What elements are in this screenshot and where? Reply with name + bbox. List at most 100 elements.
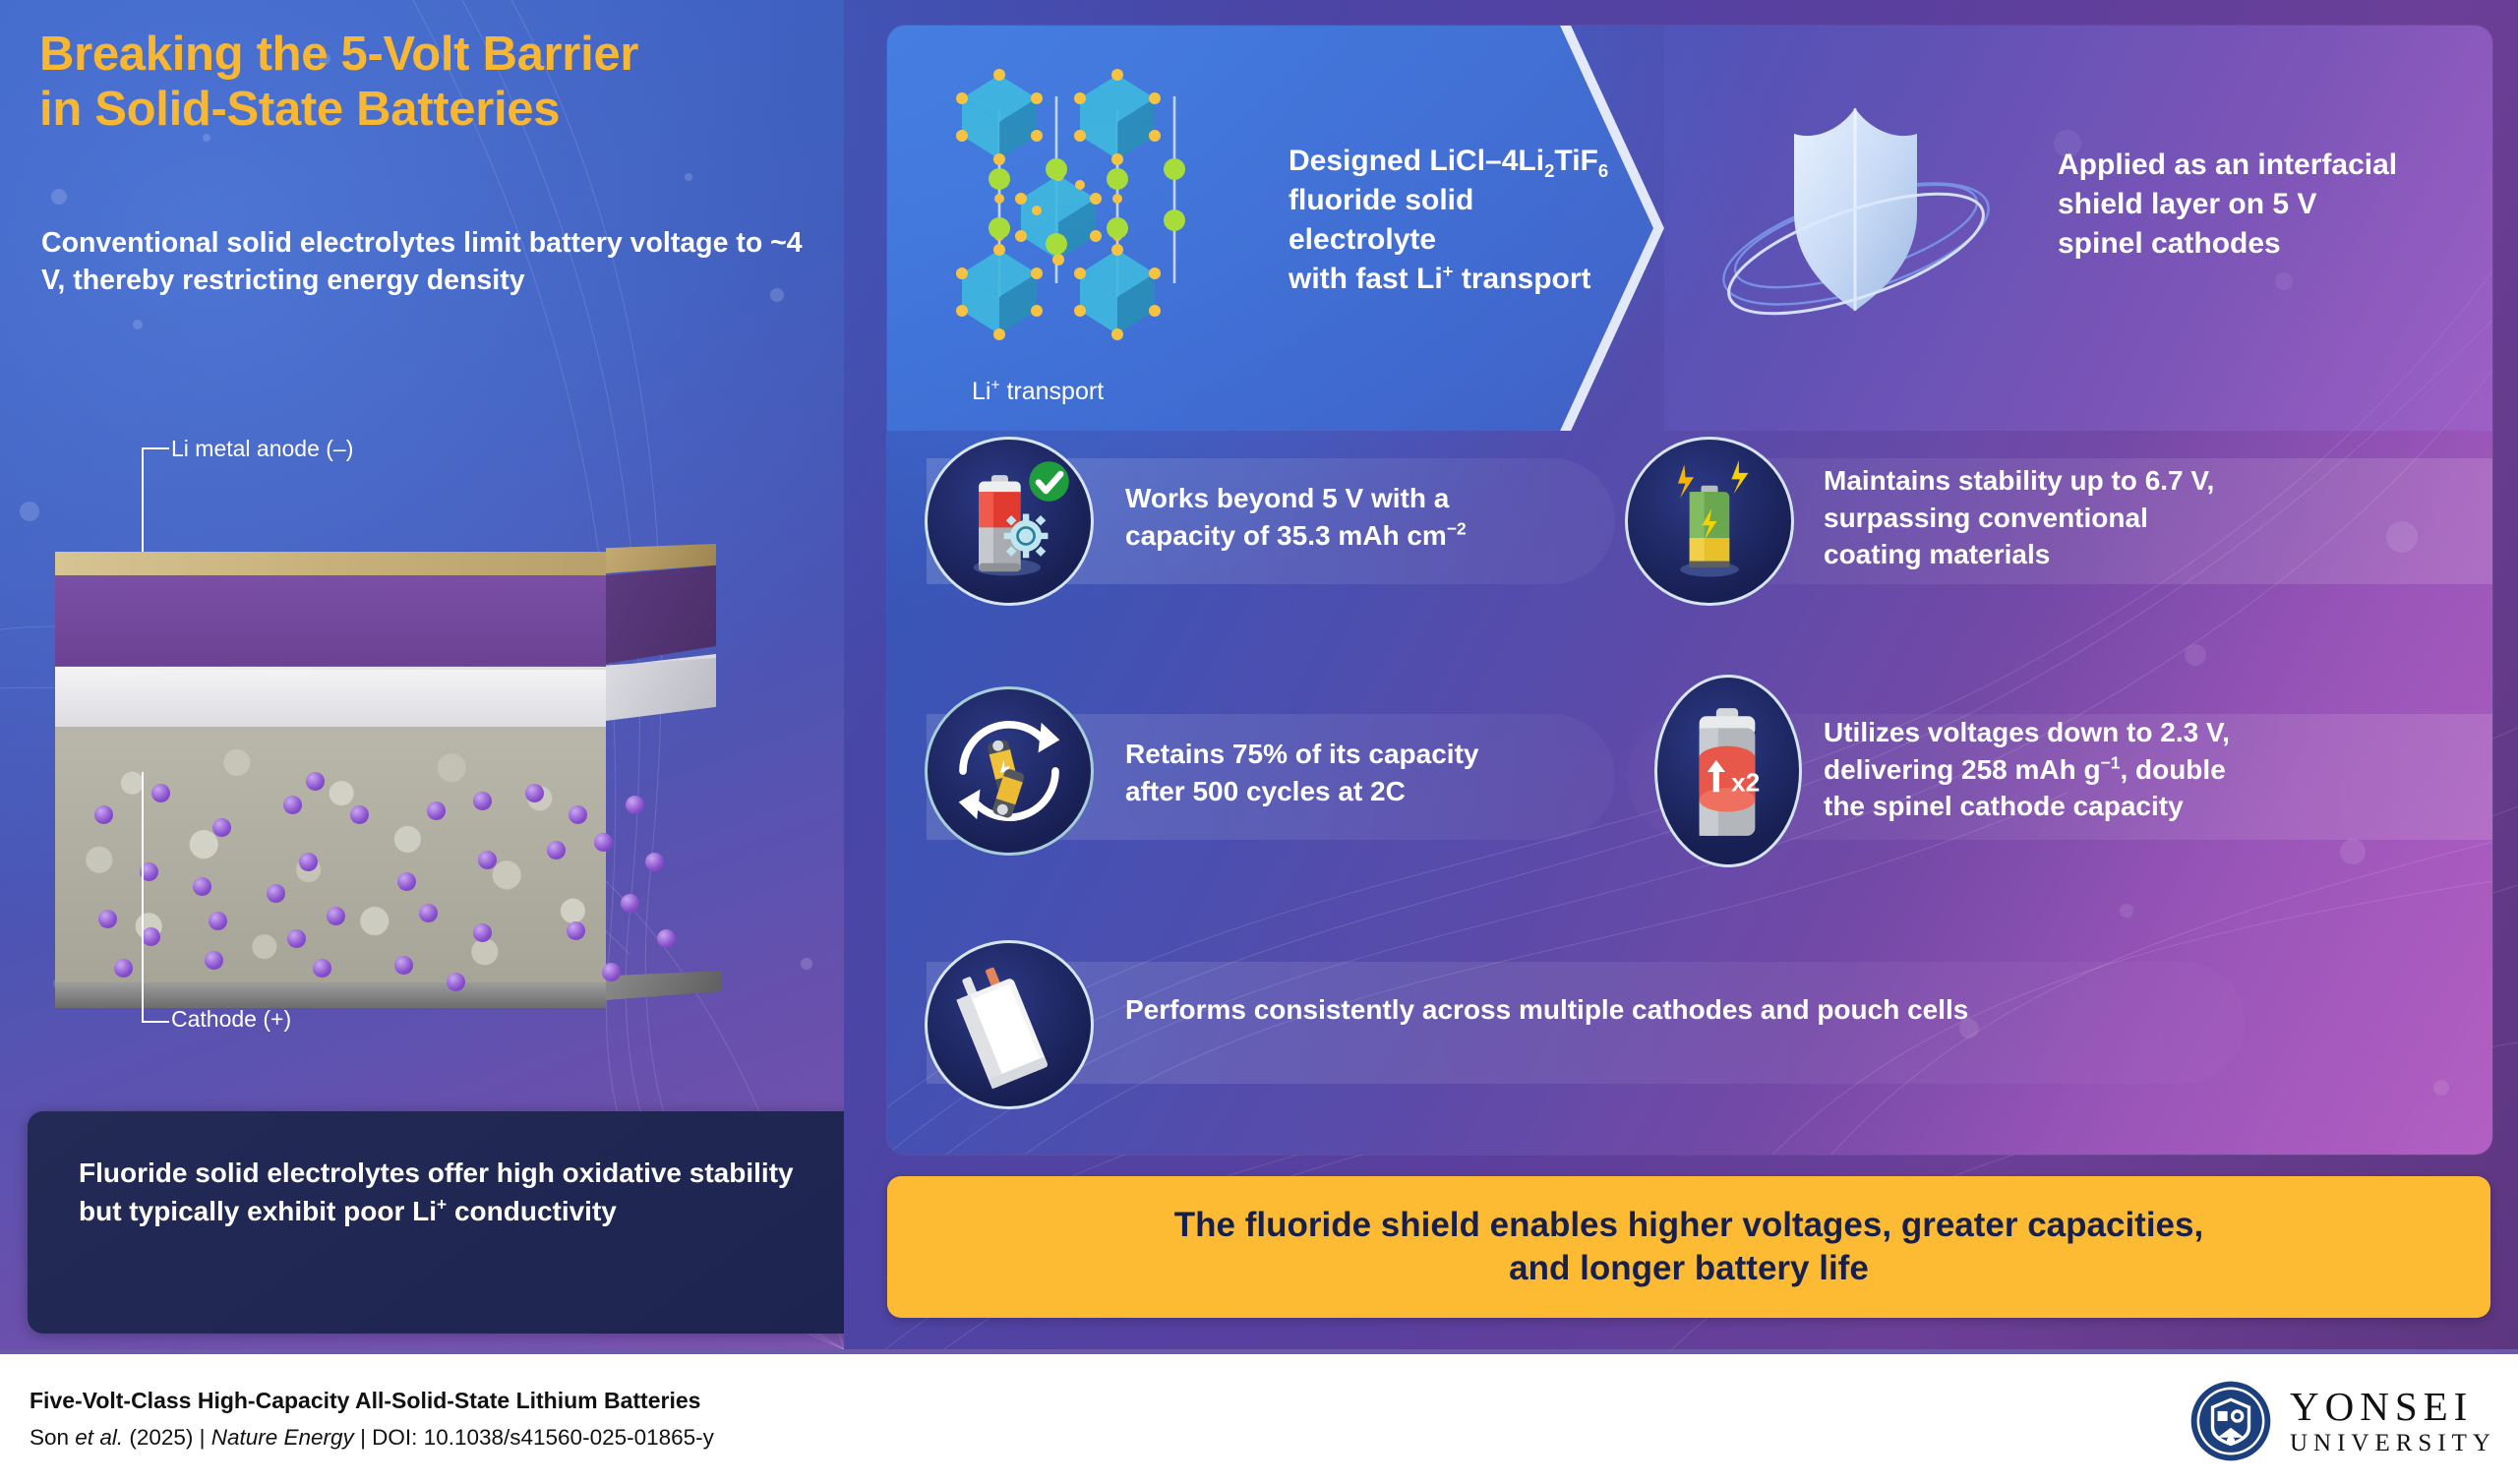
fluoride-note-box: Fluoride solid electrolytes offer high o… bbox=[28, 1111, 844, 1334]
hero-text-l1a: Designed LiCl–4Li bbox=[1289, 145, 1545, 177]
hero-right-l2: shield layer on 5 V bbox=[2058, 187, 2317, 220]
li-ion-dot bbox=[473, 792, 492, 810]
left-panel: Breaking the 5-Volt Barrier in Solid-Sta… bbox=[0, 0, 844, 1349]
footer-etal: et al. bbox=[75, 1425, 124, 1450]
title-line-2: in Solid-State Batteries bbox=[39, 82, 561, 136]
li-ion-dot bbox=[283, 796, 302, 814]
battery-cycle-icon bbox=[958, 721, 1060, 821]
li-ion-dot bbox=[306, 772, 325, 791]
feature-text-1: Works beyond 5 V with a capacity of 35.3… bbox=[1125, 480, 1588, 554]
feature-3-line1: Retains 75% of its capacity bbox=[1125, 739, 1479, 769]
footer-paper-title: Five-Volt-Class High-Capacity All-Solid-… bbox=[30, 1388, 701, 1413]
battery-bolt-icon bbox=[1678, 460, 1749, 577]
hero-band: Li+ transport Designed LiCl–4Li2TiF6 flu… bbox=[887, 26, 2492, 431]
feature-1-line2a: capacity of 35.3 mAh cm bbox=[1125, 519, 1447, 551]
right-panel-card: Li+ transport Designed LiCl–4Li2TiF6 flu… bbox=[887, 26, 2492, 1155]
logo-line-2: UNIVERSITY bbox=[2290, 1430, 2496, 1456]
anode-leader-v bbox=[142, 447, 144, 595]
current-collector-front bbox=[55, 982, 606, 1008]
battery-double-capacity-icon: x2 bbox=[1699, 708, 1760, 836]
footer: Five-Volt-Class High-Capacity All-Solid-… bbox=[0, 1349, 2518, 1484]
li-ion-dot bbox=[394, 956, 413, 975]
hero-text-sub2: 6 bbox=[1597, 160, 1609, 181]
li-ion-dot bbox=[94, 805, 113, 824]
li-ion-dot bbox=[547, 841, 566, 860]
hero-text-sub1: 2 bbox=[1544, 160, 1555, 181]
shield-icon bbox=[1722, 108, 1990, 316]
feature-4-line2sup: −1 bbox=[2100, 752, 2121, 773]
feature-2-line3: coating materials bbox=[1824, 539, 2051, 570]
fluoride-note-text: Fluoride solid electrolytes offer high o… bbox=[79, 1155, 807, 1230]
li-ion-dot bbox=[478, 851, 497, 869]
feature-band-5 bbox=[927, 962, 2245, 1084]
anode-label: Li metal anode (–) bbox=[171, 436, 354, 461]
feature-text-3: Retains 75% of its capacity after 500 cy… bbox=[1125, 736, 1588, 809]
feature-icon-5[interactable] bbox=[925, 940, 1094, 1109]
li-metal-anode-front bbox=[55, 575, 606, 670]
electrolyte-front bbox=[55, 670, 606, 727]
note-text-a: Fluoride solid electrolytes offer high o… bbox=[79, 1158, 794, 1226]
li-ion-dot bbox=[447, 973, 465, 991]
li-ion-dot bbox=[594, 833, 613, 852]
li-ion-dot bbox=[209, 912, 227, 930]
li-ion-dot bbox=[350, 805, 369, 824]
hero-right-l3: spinel cathodes bbox=[2058, 226, 2281, 260]
x2-badge-text: x2 bbox=[1731, 767, 1760, 797]
feature-icon-3[interactable] bbox=[925, 686, 1094, 856]
li-ion-dot bbox=[313, 959, 331, 978]
title-line-1: Breaking the 5-Volt Barrier bbox=[39, 28, 639, 81]
li-ion-dot bbox=[98, 910, 117, 928]
li-ion-dot bbox=[114, 959, 133, 978]
battery-cell-3d bbox=[55, 538, 722, 1008]
feature-5-line1: Performs consistently across multiple ca… bbox=[1125, 994, 1969, 1025]
hero-right-l1: Applied as an interfacial bbox=[2058, 148, 2398, 181]
li-ion-dot bbox=[205, 951, 223, 970]
li-ion-dot bbox=[397, 872, 416, 891]
hero-right-text: Applied as an interfacial shield layer o… bbox=[2058, 146, 2451, 264]
footer-sep-2: | bbox=[353, 1425, 373, 1450]
feature-4-line3: the spinel cathode capacity bbox=[1824, 791, 2184, 822]
feature-1-line1: Works beyond 5 V with a bbox=[1125, 483, 1450, 513]
feature-text-5: Performs consistently across multiple ca… bbox=[1125, 991, 2188, 1029]
electrolyte-side bbox=[606, 658, 716, 721]
feature-2-line1: Maintains stability up to 6.7 V, bbox=[1824, 465, 2215, 496]
banner-line-2: and longer battery life bbox=[1509, 1249, 1869, 1287]
footer-year: (2025) bbox=[123, 1425, 194, 1450]
li-ion-dot bbox=[626, 796, 644, 814]
li-ion-dot bbox=[525, 784, 544, 802]
feature-icon-1[interactable] bbox=[925, 437, 1094, 606]
cathode-leader-v bbox=[142, 772, 144, 1023]
li-ion-dot bbox=[602, 963, 621, 981]
li-transport-caption: Li+ transport bbox=[972, 378, 1104, 406]
li-ion-dot bbox=[267, 884, 285, 903]
feature-text-4: Utilizes voltages down to 2.3 V, deliver… bbox=[1824, 714, 2355, 825]
banner-line-1: The fluoride shield enables higher volta… bbox=[1173, 1205, 2204, 1244]
feature-4-line2b: , double bbox=[2120, 753, 2226, 785]
cathode-particles-front bbox=[55, 727, 606, 982]
logo-line-1: YONSEI bbox=[2290, 1384, 2474, 1429]
yonsei-crest-icon bbox=[2190, 1381, 2271, 1461]
pouch-cell-icon bbox=[956, 967, 1049, 1090]
note-text-b: conductivity bbox=[447, 1195, 617, 1226]
feature-2-line2: surpassing conventional bbox=[1824, 502, 2148, 533]
feature-icon-4[interactable]: x2 bbox=[1654, 675, 1802, 867]
note-superscript: + bbox=[437, 1194, 448, 1215]
page-title: Breaking the 5-Volt Barrier in Solid-Sta… bbox=[39, 28, 816, 138]
li-ion-dot bbox=[567, 921, 585, 940]
li-ion-dot bbox=[299, 853, 318, 871]
battery-check-gear-icon bbox=[973, 461, 1069, 576]
battery-diagram: Li metal anode (–) bbox=[14, 436, 801, 1067]
feature-3-line2: after 500 cycles at 2C bbox=[1125, 775, 1406, 806]
conclusion-banner: The fluoride shield enables higher volta… bbox=[887, 1176, 2490, 1318]
yonsei-logo-text: YONSEI UNIVERSITY bbox=[2290, 1384, 2496, 1456]
li-ion-dot bbox=[645, 853, 664, 871]
li-ion-dot bbox=[473, 923, 492, 942]
feature-icon-2[interactable] bbox=[1625, 437, 1794, 606]
li-caption-main: Li bbox=[972, 378, 991, 405]
footer-authors: Son bbox=[30, 1425, 76, 1450]
li-ion-dot bbox=[569, 805, 587, 824]
li-ion-dot bbox=[427, 801, 446, 820]
li-ion-dot bbox=[419, 904, 438, 922]
footer-doi[interactable]: DOI: 10.1038/s41560-025-01865-y bbox=[372, 1425, 714, 1450]
